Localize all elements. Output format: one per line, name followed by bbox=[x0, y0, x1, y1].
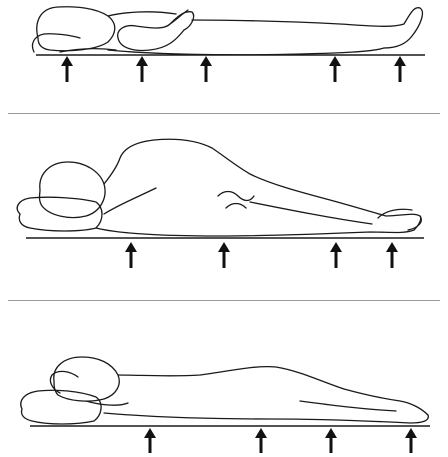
divider bbox=[8, 113, 440, 114]
support-arrows bbox=[144, 428, 417, 453]
prone-figure-drawing bbox=[0, 305, 448, 457]
support-arrow bbox=[329, 56, 341, 82]
support-arrow bbox=[394, 56, 406, 82]
support-arrow bbox=[125, 242, 137, 268]
support-arrow bbox=[136, 56, 148, 82]
supine-figure bbox=[32, 7, 422, 55]
support-arrow bbox=[61, 56, 73, 82]
panel-supine bbox=[0, 0, 448, 108]
support-arrow bbox=[386, 242, 398, 268]
panel-side-lying bbox=[0, 118, 448, 293]
divider bbox=[8, 300, 440, 301]
support-arrow bbox=[255, 428, 267, 453]
supine-figure-drawing bbox=[0, 0, 448, 108]
side-lying-figure bbox=[17, 139, 421, 236]
prone-figure bbox=[21, 357, 429, 424]
support-arrow bbox=[330, 242, 342, 268]
panel-prone bbox=[0, 305, 448, 457]
support-arrow bbox=[218, 242, 230, 268]
support-arrow bbox=[200, 56, 212, 82]
support-arrow bbox=[325, 428, 337, 453]
support-arrows bbox=[125, 242, 398, 268]
side-lying-figure-drawing bbox=[0, 118, 448, 293]
support-arrow bbox=[144, 428, 156, 453]
support-arrows bbox=[61, 56, 406, 82]
support-arrow bbox=[405, 428, 417, 453]
